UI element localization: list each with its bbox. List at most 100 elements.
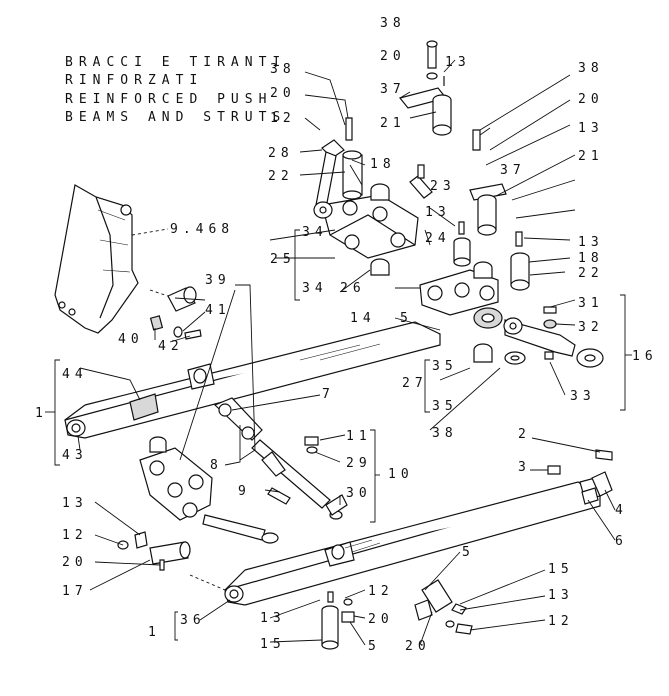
- leader-lines: [45, 59, 632, 646]
- callout: 38: [380, 16, 406, 31]
- callout: 5: [368, 639, 381, 654]
- upper-clevis-assembly: [321, 183, 419, 276]
- plate-40: [149, 315, 164, 331]
- callout: 43: [62, 448, 88, 463]
- callout: 13: [425, 205, 451, 220]
- callout: 23: [430, 179, 456, 194]
- ref-label: 9.468: [170, 222, 234, 237]
- callout: 15: [260, 637, 286, 652]
- pin-stack-left: [342, 117, 363, 200]
- rod-end: [261, 532, 279, 544]
- callout: 13: [260, 611, 286, 626]
- callout: 21: [578, 149, 604, 164]
- callout: 5: [462, 545, 475, 560]
- callout: 35: [432, 399, 458, 414]
- callout: 42: [158, 339, 184, 354]
- frame-bracket: [54, 184, 139, 334]
- callout: 18: [578, 251, 604, 266]
- callout: 12: [548, 614, 574, 629]
- callout: 41: [205, 303, 231, 318]
- title-line-2: RINFORZATI: [65, 73, 203, 88]
- callout: 40: [118, 332, 144, 347]
- pin-17-stack: [117, 531, 191, 571]
- callout: 30: [346, 486, 372, 501]
- callout: 22: [578, 266, 604, 281]
- callout: 44: [62, 367, 88, 382]
- callout: 32: [578, 320, 604, 335]
- title-line-3: REINFORCED PUSH: [65, 92, 272, 107]
- callout: 25: [270, 252, 296, 267]
- callout: 15: [548, 562, 574, 577]
- callout: 34: [302, 281, 328, 296]
- callout: 24: [425, 231, 451, 246]
- callout: 27: [402, 376, 428, 391]
- right-pin: [510, 231, 530, 291]
- clamp-6: [581, 487, 599, 505]
- upper-beam: [64, 321, 441, 439]
- callout: 7: [322, 387, 335, 402]
- bolt-11: [304, 436, 319, 446]
- callout: 38: [432, 426, 458, 441]
- callout: 10: [388, 467, 414, 482]
- bolt-9b: [267, 487, 291, 505]
- callout: 34: [302, 225, 328, 240]
- callout: 39: [205, 273, 231, 288]
- right-stack: [469, 129, 507, 236]
- washer-29: [306, 446, 318, 454]
- leader-dashed-39: [149, 289, 169, 297]
- callout: 20: [368, 612, 394, 627]
- callout: 38: [270, 62, 296, 77]
- clamp-4: [591, 471, 613, 497]
- callout: 12: [270, 111, 296, 126]
- callout: 18: [370, 157, 396, 172]
- title-line-1: BRACCI E TIRANTI: [65, 55, 286, 70]
- top-stack: [398, 40, 452, 136]
- title-line-4: BEAMS AND STRUTS: [65, 110, 286, 125]
- callout: 22: [268, 169, 294, 184]
- callout: 21: [380, 116, 406, 131]
- callout: 5: [400, 311, 413, 326]
- pin-15-center: [321, 591, 355, 650]
- callout: 20: [62, 555, 88, 570]
- callout: 28: [268, 146, 294, 161]
- pin-23: [409, 164, 433, 199]
- callout: 33: [570, 389, 596, 404]
- mid-pin: [453, 221, 471, 267]
- rod-17: [202, 514, 266, 541]
- callout: 13: [578, 235, 604, 250]
- leader-dashed-17: [189, 574, 226, 591]
- strut-28: [313, 139, 345, 219]
- callout: 6: [615, 534, 628, 549]
- callout: 9: [238, 484, 251, 499]
- lower-bracket-assembly: [139, 436, 213, 521]
- callout: 13: [578, 121, 604, 136]
- callout: 8: [210, 458, 223, 473]
- callout: 20: [380, 49, 406, 64]
- bolt-9: [261, 451, 286, 477]
- callout: 35: [432, 359, 458, 374]
- callout: 14: [350, 311, 376, 326]
- nut-3: [547, 465, 561, 475]
- callout: 1: [148, 625, 161, 640]
- bolt-2: [595, 449, 613, 461]
- callout: 37: [500, 163, 526, 178]
- callout: 2: [518, 427, 531, 442]
- bolt-42: [184, 329, 202, 340]
- callout: 12: [368, 584, 394, 599]
- callout: 20: [405, 639, 431, 654]
- callout: 4: [615, 503, 628, 518]
- callout: 20: [270, 86, 296, 101]
- pin-15-right: [414, 579, 473, 635]
- callout: 16: [632, 349, 658, 364]
- callout: 26: [340, 281, 366, 296]
- callout: 20: [578, 92, 604, 107]
- callout: 38: [578, 61, 604, 76]
- callout: 29: [346, 456, 372, 471]
- washer-41: [173, 326, 183, 338]
- callout: 36: [180, 613, 206, 628]
- turnbuckle: [503, 306, 604, 368]
- callout: 37: [380, 82, 406, 97]
- callout: 12: [62, 528, 88, 543]
